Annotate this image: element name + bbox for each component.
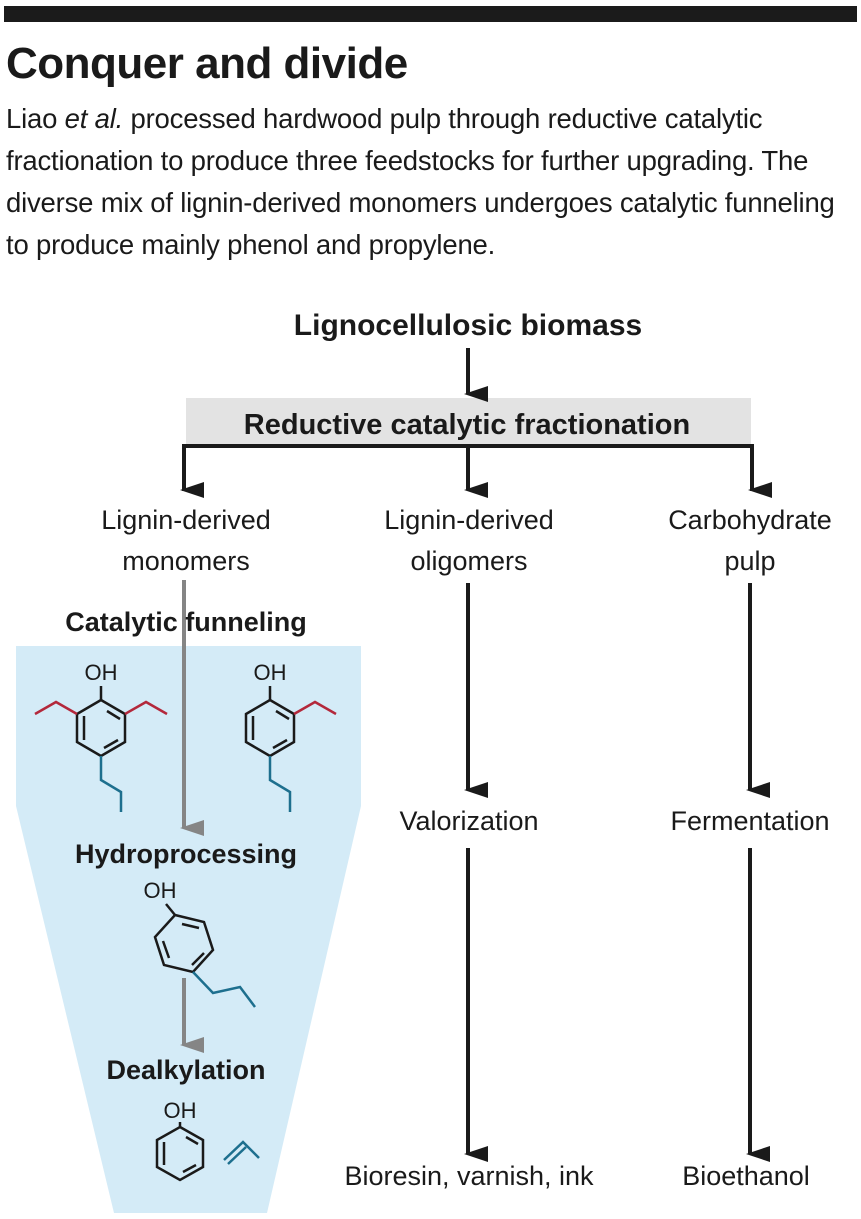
molecule-propylene: [223, 1140, 260, 1165]
caption: Liao et al. processed hardwood pulp thro…: [6, 98, 856, 266]
fermentation-label: Fermentation: [670, 806, 829, 836]
dealkylation-label: Dealkylation: [106, 1055, 265, 1085]
top-rule: [4, 6, 857, 22]
molecule-propylguaiacol: OH: [244, 660, 337, 812]
caption-body: processed hardwood pulp through reductiv…: [6, 103, 835, 260]
bioethanol-label: Bioethanol: [682, 1161, 810, 1191]
bioresin-label: Bioresin, varnish, ink: [344, 1161, 594, 1191]
monomers-label-line1: Lignin-derived: [101, 505, 271, 535]
hydroxyl-label: OH: [144, 878, 177, 903]
source-label: Lignocellulosic biomass: [294, 309, 642, 342]
catalytic-funneling-title: Catalytic funneling: [65, 607, 307, 637]
page-title: Conquer and divide: [6, 39, 408, 88]
hydroxyl-label: OH: [254, 660, 287, 685]
oligomers-label-line2: oligomers: [410, 546, 527, 576]
process-box: [186, 398, 751, 444]
pulp-label-line1: Carbohydrate: [668, 505, 832, 535]
hydroprocessing-label: Hydroprocessing: [75, 839, 297, 869]
caption-em: et al.: [64, 103, 124, 134]
monomers-label-line2: monomers: [122, 546, 250, 576]
pulp-label-line2: pulp: [724, 546, 775, 576]
molecule-propylphenol: OH: [144, 878, 256, 1008]
process-label: Reductive catalytic fractionation: [244, 409, 690, 441]
catalytic-funnel: [16, 646, 361, 1213]
molecule-propylsyringol: OH: [34, 660, 168, 812]
hydroxyl-label: OH: [164, 1098, 197, 1123]
valorization-label: Valorization: [399, 806, 538, 836]
molecule-phenol: OH: [155, 1098, 205, 1182]
oligomers-label-line1: Lignin-derived: [384, 505, 554, 535]
caption-lead: Liao: [6, 103, 65, 134]
hydroxyl-label: OH: [85, 660, 118, 685]
